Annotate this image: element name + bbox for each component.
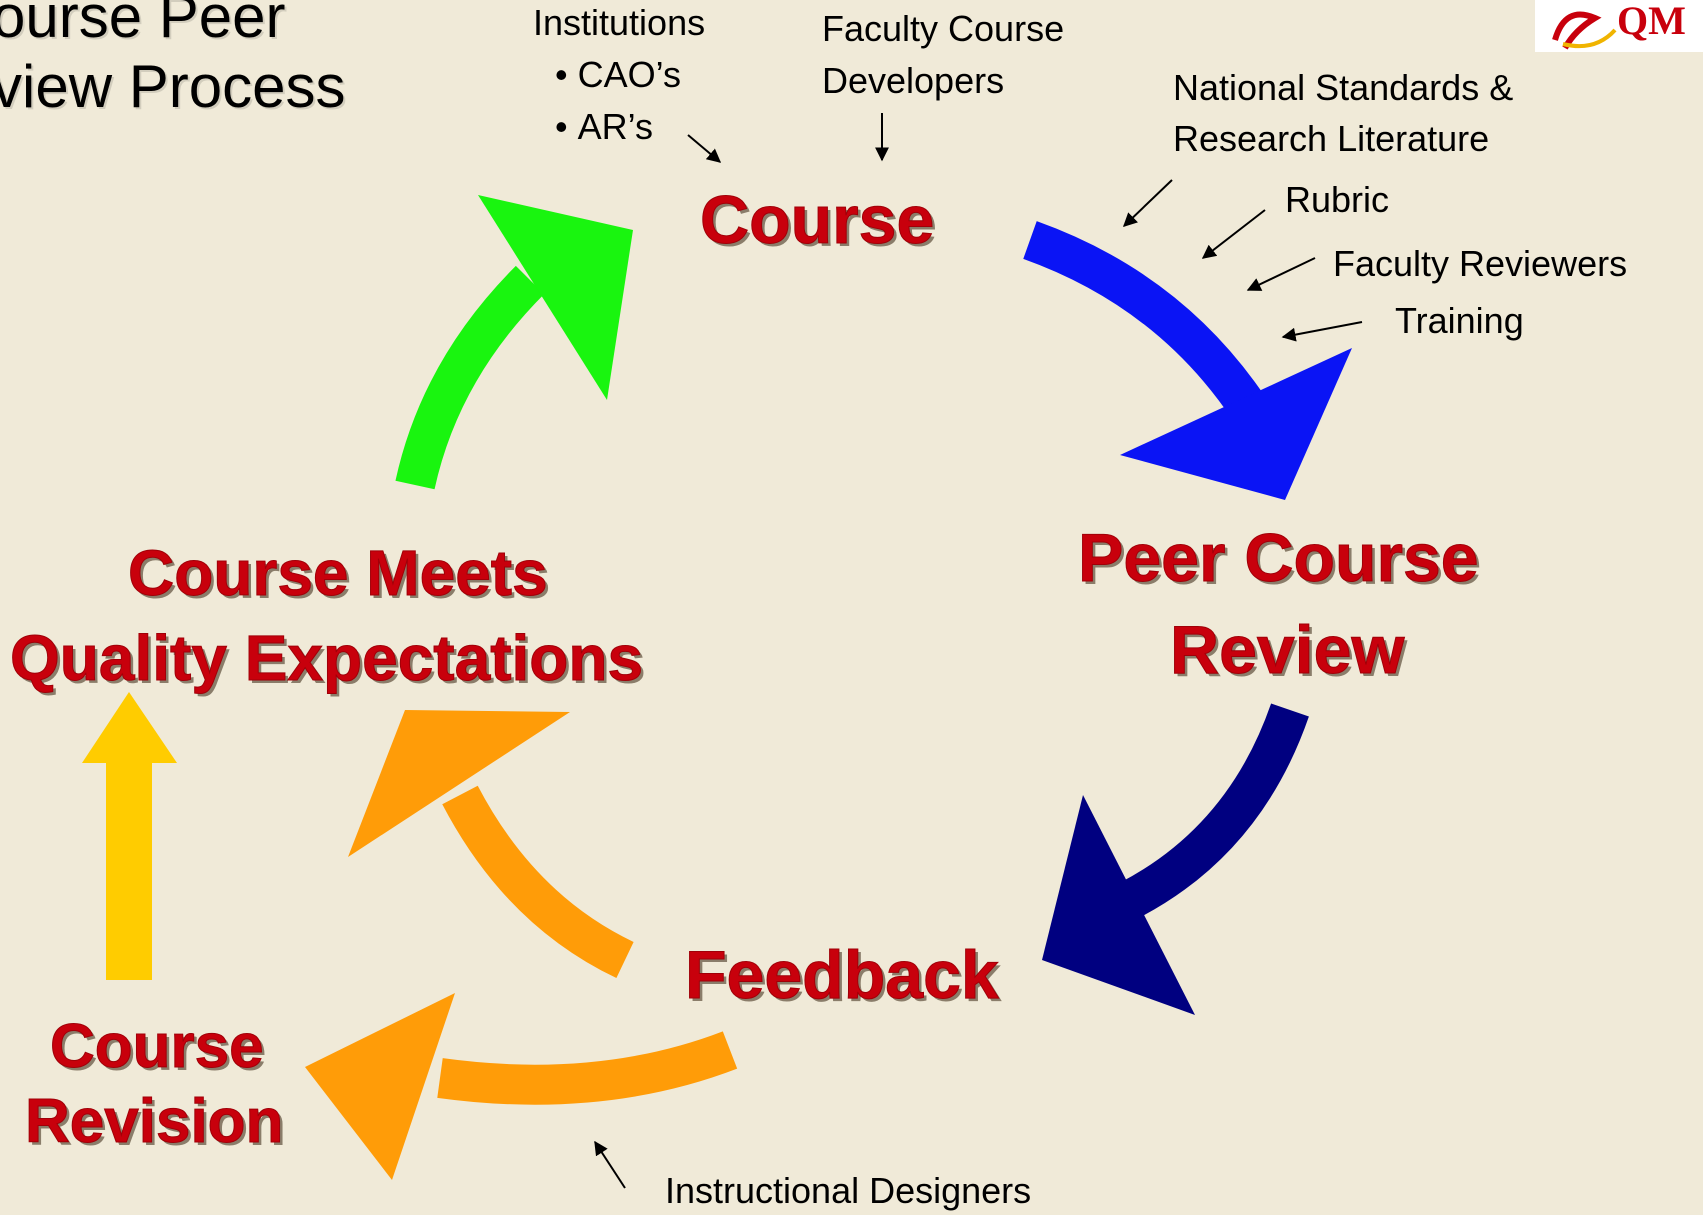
label-faculty-developers-line1: Faculty Course <box>822 8 1065 49</box>
pointer-rubric <box>1201 209 1266 259</box>
arrow-revision-to-meets <box>82 692 177 980</box>
node-feedback: Feedback <box>685 937 1000 1014</box>
node-meets-line1: Course Meets <box>128 537 549 610</box>
pointer-faculty-reviewers <box>1246 257 1316 291</box>
pointer-instructional-designers <box>594 1140 626 1189</box>
arrow-course-to-review <box>1023 221 1352 500</box>
pointer-ar <box>687 134 722 163</box>
slide-title-line2: view Process <box>0 53 346 120</box>
ar-bullet: • <box>555 106 578 147</box>
label-ar: • AR’s <box>555 106 653 148</box>
qm-logo: QM <box>1535 0 1703 52</box>
label-rubric: Rubric <box>1285 179 1390 220</box>
label-standards-line2: Research Literature <box>1173 118 1490 159</box>
arrow-feedback-to-revision <box>305 993 738 1180</box>
arrow-review-to-feedback <box>1042 703 1309 1015</box>
label-training: Training <box>1395 300 1524 341</box>
label-ar-text: AR’s <box>577 106 653 147</box>
label-instructional-designers: Instructional Designers <box>665 1170 1032 1211</box>
label-faculty-developers-line2: Developers <box>822 60 1005 101</box>
arrow-feedback-to-meets <box>348 710 634 979</box>
node-revision-line2: Revision <box>24 1086 284 1156</box>
pointer-standards <box>1122 179 1173 227</box>
label-standards-line1: National Standards & <box>1173 67 1514 108</box>
node-meets-line2: Quality Expectations <box>9 622 644 695</box>
qm-logo-text: QM <box>1617 0 1686 43</box>
arrow-meets-to-course <box>395 195 633 490</box>
node-peer-review-line2: Review <box>1169 612 1405 689</box>
label-faculty-reviewers: Faculty Reviewers <box>1333 243 1628 284</box>
qm-logo-mark: QM <box>1552 0 1686 50</box>
slide-title-line1: ourse Peer <box>0 0 286 50</box>
node-peer-review-line1: Peer Course <box>1078 520 1480 597</box>
label-cao: CAO’s <box>555 54 681 96</box>
pointer-training <box>1281 321 1363 342</box>
node-revision-line1: Course <box>50 1011 265 1081</box>
label-institutions: Institutions <box>533 2 706 43</box>
node-course: Course <box>699 182 935 259</box>
